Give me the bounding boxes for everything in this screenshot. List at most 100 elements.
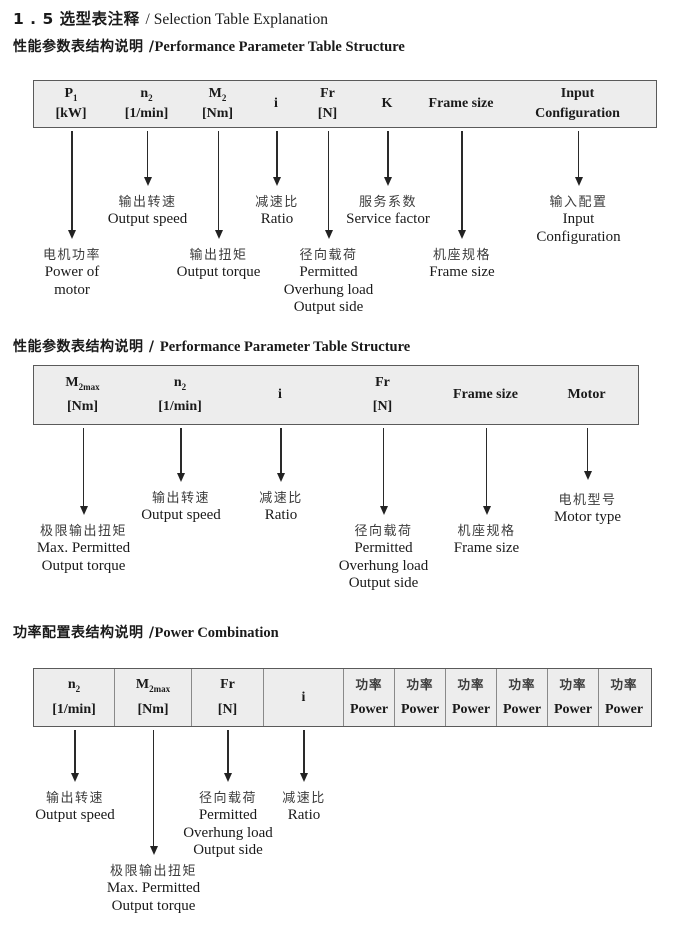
heading-en: Power Combination	[154, 625, 279, 641]
column-header-line: Power	[349, 701, 389, 717]
table-column: Frame size	[421, 81, 501, 127]
label-line-en: Motor type	[553, 509, 622, 525]
arrow-shaft	[74, 730, 76, 773]
label-line-zh: 输出转速	[118, 195, 177, 210]
column-header-line: Power	[400, 701, 440, 717]
label-line-zh: 极限输出扭矩	[39, 524, 128, 539]
label-line-en: Output side	[348, 575, 419, 591]
column-header-line: K	[381, 96, 393, 111]
table-column: M2max [Nm]	[34, 366, 131, 424]
column-header-line: Power	[553, 701, 593, 717]
down-arrow	[214, 131, 223, 239]
arrow-shaft	[71, 131, 73, 230]
column-header-line: [Nm]	[66, 399, 99, 415]
arrow-shaft	[382, 428, 385, 506]
arrow-head-icon	[143, 177, 152, 186]
arrow-head-icon	[214, 230, 223, 239]
down-arrow	[384, 131, 393, 186]
label-line-en: Output side	[193, 842, 263, 858]
heading-zh: 性能参数表结构说明 /	[13, 339, 160, 355]
down-arrow	[273, 131, 282, 186]
label-line-en: Output speed	[35, 807, 115, 823]
arrow-shaft	[461, 131, 463, 230]
label-line-zh: 径向载荷	[198, 791, 257, 806]
label-line-zh: 电机型号	[558, 493, 617, 508]
arrow-shaft	[217, 131, 220, 230]
label-line-en: Frame size	[453, 540, 520, 556]
down-arrow	[143, 131, 152, 186]
arrow-head-icon	[300, 773, 308, 782]
column-header-line: [1/min]	[124, 106, 169, 122]
arrow-shaft	[276, 131, 278, 177]
arrow-head-icon	[79, 506, 88, 515]
label-line-en: Configuration	[536, 228, 621, 245]
label-line-zh: 减速比	[282, 791, 326, 806]
column-header-line: n2	[140, 85, 153, 103]
heading-zh: 性能参数表结构说明 /	[13, 39, 155, 55]
table-column: Frame size	[434, 366, 537, 424]
arrow-shaft	[485, 428, 488, 506]
column-header-line: i	[301, 689, 306, 705]
column-header-line: M2max	[135, 677, 171, 695]
label-line-en: Ratio	[287, 807, 321, 823]
down-arrow	[277, 428, 286, 482]
label-line-zh: 极限输出扭矩	[109, 864, 198, 879]
column-header-line: i	[274, 96, 278, 111]
down-arrow	[177, 428, 186, 482]
column-header-line-zh: 功率	[355, 677, 383, 693]
label-line-en: Service factor	[346, 211, 430, 227]
label-line-en: Power of	[44, 264, 100, 280]
arrow-shaft	[586, 428, 589, 471]
column-header-line: Power	[451, 701, 491, 717]
column-header-line: [Nm]	[201, 106, 234, 122]
label-line-en: Overhung load	[338, 557, 429, 574]
label-line-en: Overhung load	[283, 281, 374, 298]
column-header-line: n2	[173, 374, 187, 392]
column-header-line: M2max	[65, 374, 100, 392]
label-line-en: Output torque	[111, 897, 196, 914]
table-column: Fr[N]	[191, 669, 263, 726]
heading-zh: 功率配置表结构说明 /	[13, 625, 155, 641]
label-line-en: motor	[54, 281, 90, 298]
table-column: Fr[N]	[331, 366, 434, 424]
label-line-zh: 服务系数	[358, 195, 418, 210]
column-header-line: Fr	[320, 85, 335, 101]
label-line-en: Max. Permitted	[106, 880, 201, 896]
down-arrow	[300, 730, 309, 782]
down-arrow	[149, 730, 158, 855]
arrow-head-icon	[379, 506, 388, 515]
table-column: n2[1/min]	[34, 669, 114, 726]
label-line-en: Max. Permitted	[36, 540, 131, 556]
arrow-shaft	[577, 131, 580, 177]
arrow-shaft	[180, 428, 182, 473]
column-header-line: i	[278, 387, 282, 402]
section-heading-power-combination: 功率配置表结构说明 /Power Combination	[13, 622, 279, 642]
label-line-zh: 机座规格	[432, 248, 492, 263]
arrow-head-icon	[458, 230, 466, 239]
label-line-zh: 电机功率	[42, 248, 102, 263]
arrow-head-icon	[273, 177, 281, 186]
label-line-zh: 输出转速	[45, 791, 105, 806]
arrow-head-icon	[277, 473, 285, 482]
arrow-head-icon	[574, 177, 583, 186]
label-line-zh: 输出扭矩	[189, 248, 248, 263]
down-arrow	[224, 730, 233, 782]
label-line-en: Output torque	[176, 264, 261, 280]
label-line-en: Ratio	[264, 507, 298, 523]
column-header-line: Frame size	[428, 96, 494, 111]
arrow-shaft	[280, 428, 282, 473]
arrow-shaft	[387, 131, 389, 177]
table-column: i	[229, 366, 331, 424]
arrow-shaft	[327, 131, 330, 230]
